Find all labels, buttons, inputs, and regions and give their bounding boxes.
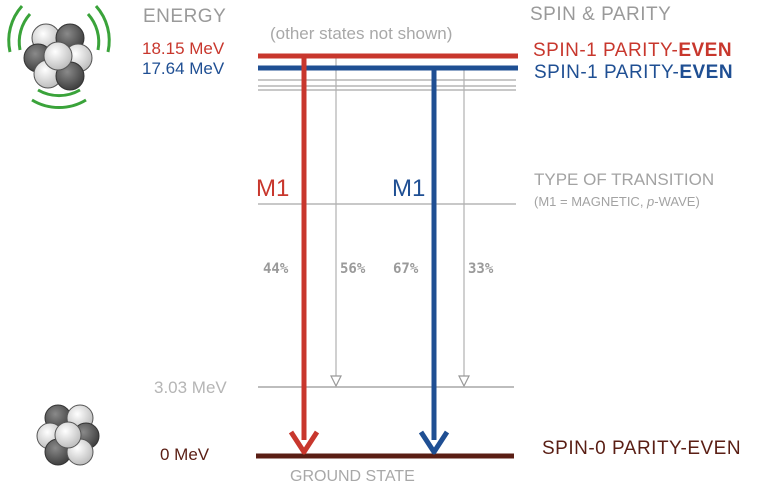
excited-nucleus-icon [7, 5, 111, 110]
energy-label-18-15: 18.15 MeV [142, 39, 225, 58]
energy-label-ground: 0 MeV [160, 445, 210, 464]
transition-red-to-ground [288, 56, 320, 455]
other-levels [258, 79, 516, 205]
detail-italic: p [647, 194, 655, 209]
detail-prefix: (M1 = MAGNETIC, [534, 194, 648, 209]
branch-blue-ground: 67% [393, 261, 419, 277]
energy-header: ENERGY [143, 6, 227, 27]
transition-type-heading: TYPE OF TRANSITION [534, 170, 715, 189]
transition-blue-to-3-03 [458, 69, 470, 388]
spin-parity-ground: SPIN-0 PARITY-EVEN [542, 438, 742, 459]
energy-label-17-64: 17.64 MeV [142, 59, 225, 78]
transition-type-red: M1 [256, 175, 290, 202]
detail-suffix: -WAVE) [654, 194, 700, 209]
transition-type-detail: (M1 = MAGNETIC, p-WAVE) [534, 194, 700, 209]
transition-red-to-3-03 [330, 56, 342, 388]
other-states-note: (other states not shown) [270, 24, 453, 43]
ground-nucleus-icon [36, 404, 100, 466]
parity-word: EVEN [679, 62, 734, 83]
parity-word: EVEN [678, 40, 733, 61]
branch-blue-3-03: 33% [468, 261, 494, 277]
spin-parity-17-64: SPIN-1 PARITY-EVEN [534, 62, 733, 84]
ground-state-label: GROUND STATE [290, 468, 415, 485]
spin-parity-18-15: SPIN-1 PARITY-EVEN [533, 40, 732, 62]
spin-parity-header: SPIN & PARITY [530, 4, 672, 25]
transition-type-blue: M1 [392, 175, 426, 202]
transition-blue-to-ground [418, 68, 450, 455]
spin-text: SPIN-1 PARITY- [534, 62, 680, 83]
energy-label-3-03: 3.03 MeV [154, 378, 227, 397]
spin-text: SPIN-1 PARITY- [533, 40, 679, 61]
branch-red-ground: 44% [263, 261, 289, 277]
branch-red-3-03: 56% [340, 261, 366, 277]
